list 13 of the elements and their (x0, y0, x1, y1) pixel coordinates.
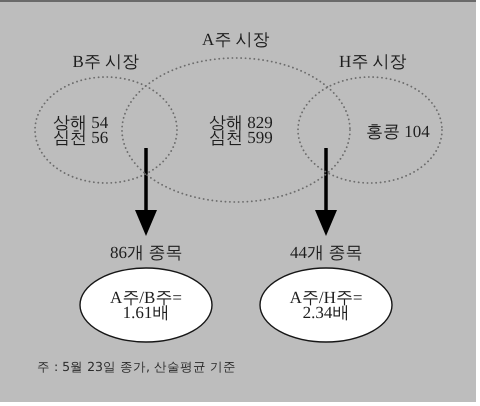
market-heading: H주 시장 (339, 52, 407, 72)
ellipse-text: 상해 829 심천 599 (209, 115, 274, 145)
ratio-text: A주/B주= 1.61배 (109, 290, 183, 320)
market-heading: A주 시장 (202, 30, 270, 50)
footnote: 주 : 5월 23일 종가, 산술평균 기준 (37, 359, 236, 375)
ellipse-text: 홍콩 104 (366, 124, 430, 138)
arrow (135, 148, 157, 236)
count-heading: 44개 종목 (290, 243, 362, 263)
arrow (315, 148, 337, 236)
ratio-text: A주/H주= 2.34배 (288, 290, 364, 320)
count-heading: 86개 종목 (110, 243, 182, 263)
market-heading: B주 시장 (72, 52, 140, 72)
ellipse-text: 상해 54 심천 56 (53, 115, 110, 145)
